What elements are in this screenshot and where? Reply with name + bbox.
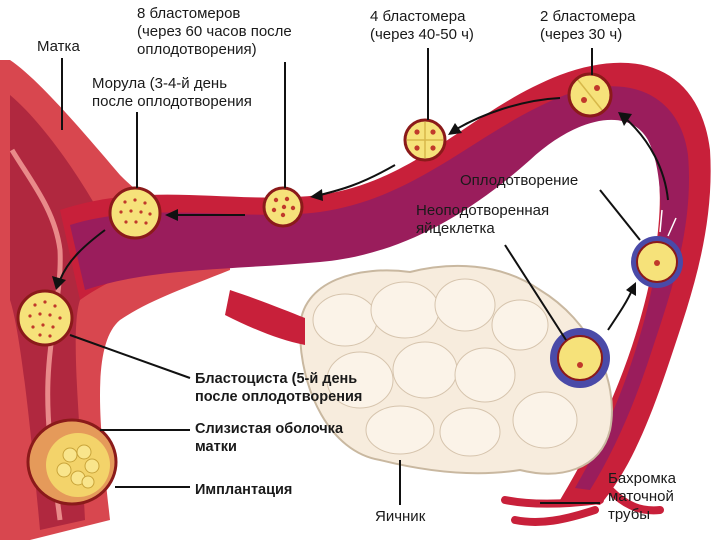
label-morula: Морула (3-4-й день после оплодотворения	[92, 75, 252, 111]
ovarian-ligament	[225, 290, 305, 345]
label-four-blastomeres: 4 бластомера (через 40-50 ч)	[370, 8, 474, 44]
four-blastomere-cell	[405, 120, 445, 160]
label-implantation: Имплантация	[195, 481, 292, 499]
leader-fertilization	[600, 190, 640, 240]
label-ovary: Яичник	[375, 508, 425, 526]
label-unfertilized-egg: Неоподотворенная яйцеклетка	[416, 202, 549, 238]
label-fertilization: Оплодотворение	[460, 172, 578, 190]
morula-cell	[110, 188, 160, 238]
label-uterus: Матка	[37, 38, 80, 56]
two-blastomere-cell	[569, 74, 611, 116]
label-two-blastomeres: 2 бластомера (через 30 ч)	[540, 8, 635, 44]
implantation-embryo	[28, 420, 116, 504]
eight-blastomere-cell	[264, 188, 302, 226]
label-mucosa: Слизистая оболочка матки	[195, 420, 343, 456]
unfertilized-egg-cell	[550, 328, 610, 388]
label-blastocyst: Бластоциста (5-й день после оплодотворен…	[195, 370, 362, 406]
label-eight-blastomeres: 8 бластомеров (через 60 часов после опло…	[137, 5, 292, 59]
blastocyst-cell	[18, 291, 72, 345]
arrow-up-icon	[608, 290, 632, 330]
label-fimbria: Бахромка маточной трубы	[608, 470, 676, 524]
